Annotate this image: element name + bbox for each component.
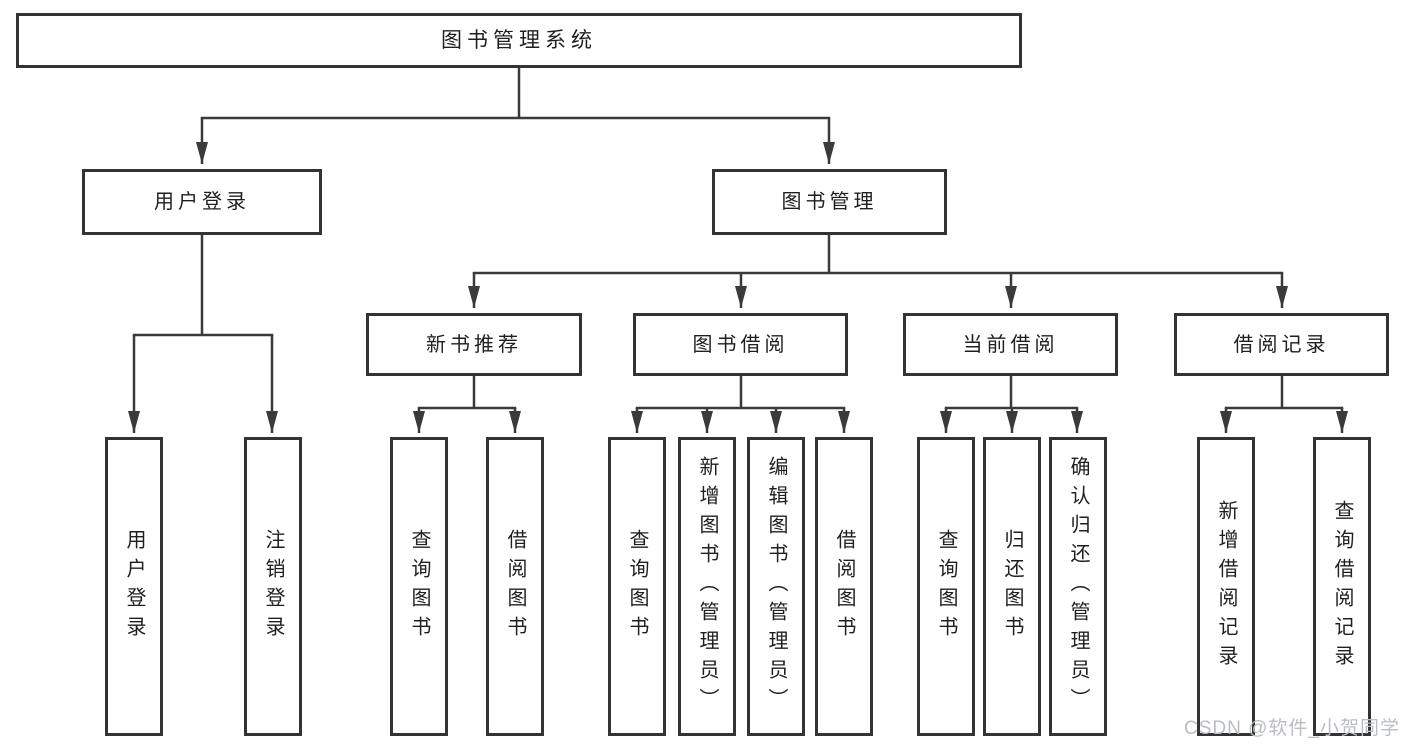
node-borrow-records-label: 借阅记录	[1233, 333, 1330, 356]
leaf-logout-label: 注销登录	[262, 528, 284, 645]
node-root: 图书管理系统	[16, 13, 1022, 68]
leaf-newbook-query-label: 查询图书	[408, 528, 430, 645]
leaf-borrow-query: 查询图书	[608, 437, 666, 736]
leaf-borrow-add-label: 新增图书（管理员）	[696, 456, 718, 717]
leaf-newbook-borrow: 借阅图书	[486, 437, 544, 736]
leaf-user-login-label: 用户登录	[123, 528, 145, 645]
node-user-login: 用户登录	[82, 169, 322, 235]
leaf-record-query: 查询借阅记录	[1313, 437, 1371, 736]
leaf-borrow-borrow-label: 借阅图书	[833, 528, 855, 645]
node-book-management: 图书管理	[712, 169, 947, 235]
node-current-borrow-label: 当前借阅	[962, 333, 1059, 356]
leaf-record-add-label: 新增借阅记录	[1215, 499, 1237, 674]
leaf-current-confirm-return-label: 确认归还（管理员）	[1067, 456, 1089, 717]
node-user-login-label: 用户登录	[154, 191, 250, 213]
leaf-newbook-borrow-label: 借阅图书	[504, 528, 526, 645]
node-book-borrow: 图书借阅	[633, 313, 848, 376]
node-new-book-recommend-label: 新书推荐	[426, 333, 522, 356]
leaf-user-login: 用户登录	[105, 437, 163, 736]
leaf-current-query: 查询图书	[917, 437, 975, 736]
node-book-borrow-label: 图书借阅	[692, 333, 789, 356]
leaf-newbook-query: 查询图书	[390, 437, 448, 736]
leaf-current-return-label: 归还图书	[1001, 528, 1023, 645]
leaf-borrow-edit: 编辑图书（管理员）	[747, 437, 805, 736]
csdn-watermark: CSDN @软件_小贺同学	[1184, 718, 1400, 739]
leaf-logout: 注销登录	[244, 437, 302, 736]
node-new-book-recommend: 新书推荐	[366, 313, 582, 376]
node-current-borrow: 当前借阅	[903, 313, 1118, 376]
leaf-borrow-add: 新增图书（管理员）	[678, 437, 736, 736]
leaf-record-query-label: 查询借阅记录	[1331, 499, 1353, 674]
node-book-management-label: 图书管理	[781, 191, 878, 213]
leaf-borrow-borrow: 借阅图书	[815, 437, 873, 736]
node-borrow-records: 借阅记录	[1174, 313, 1389, 376]
leaf-record-add: 新增借阅记录	[1197, 437, 1255, 736]
node-root-label: 图书管理系统	[441, 29, 597, 52]
leaf-current-return: 归还图书	[983, 437, 1041, 736]
leaf-borrow-edit-label: 编辑图书（管理员）	[765, 456, 787, 717]
leaf-borrow-query-label: 查询图书	[626, 528, 648, 645]
leaf-current-query-label: 查询图书	[935, 528, 957, 645]
leaf-current-confirm-return: 确认归还（管理员）	[1049, 437, 1107, 736]
